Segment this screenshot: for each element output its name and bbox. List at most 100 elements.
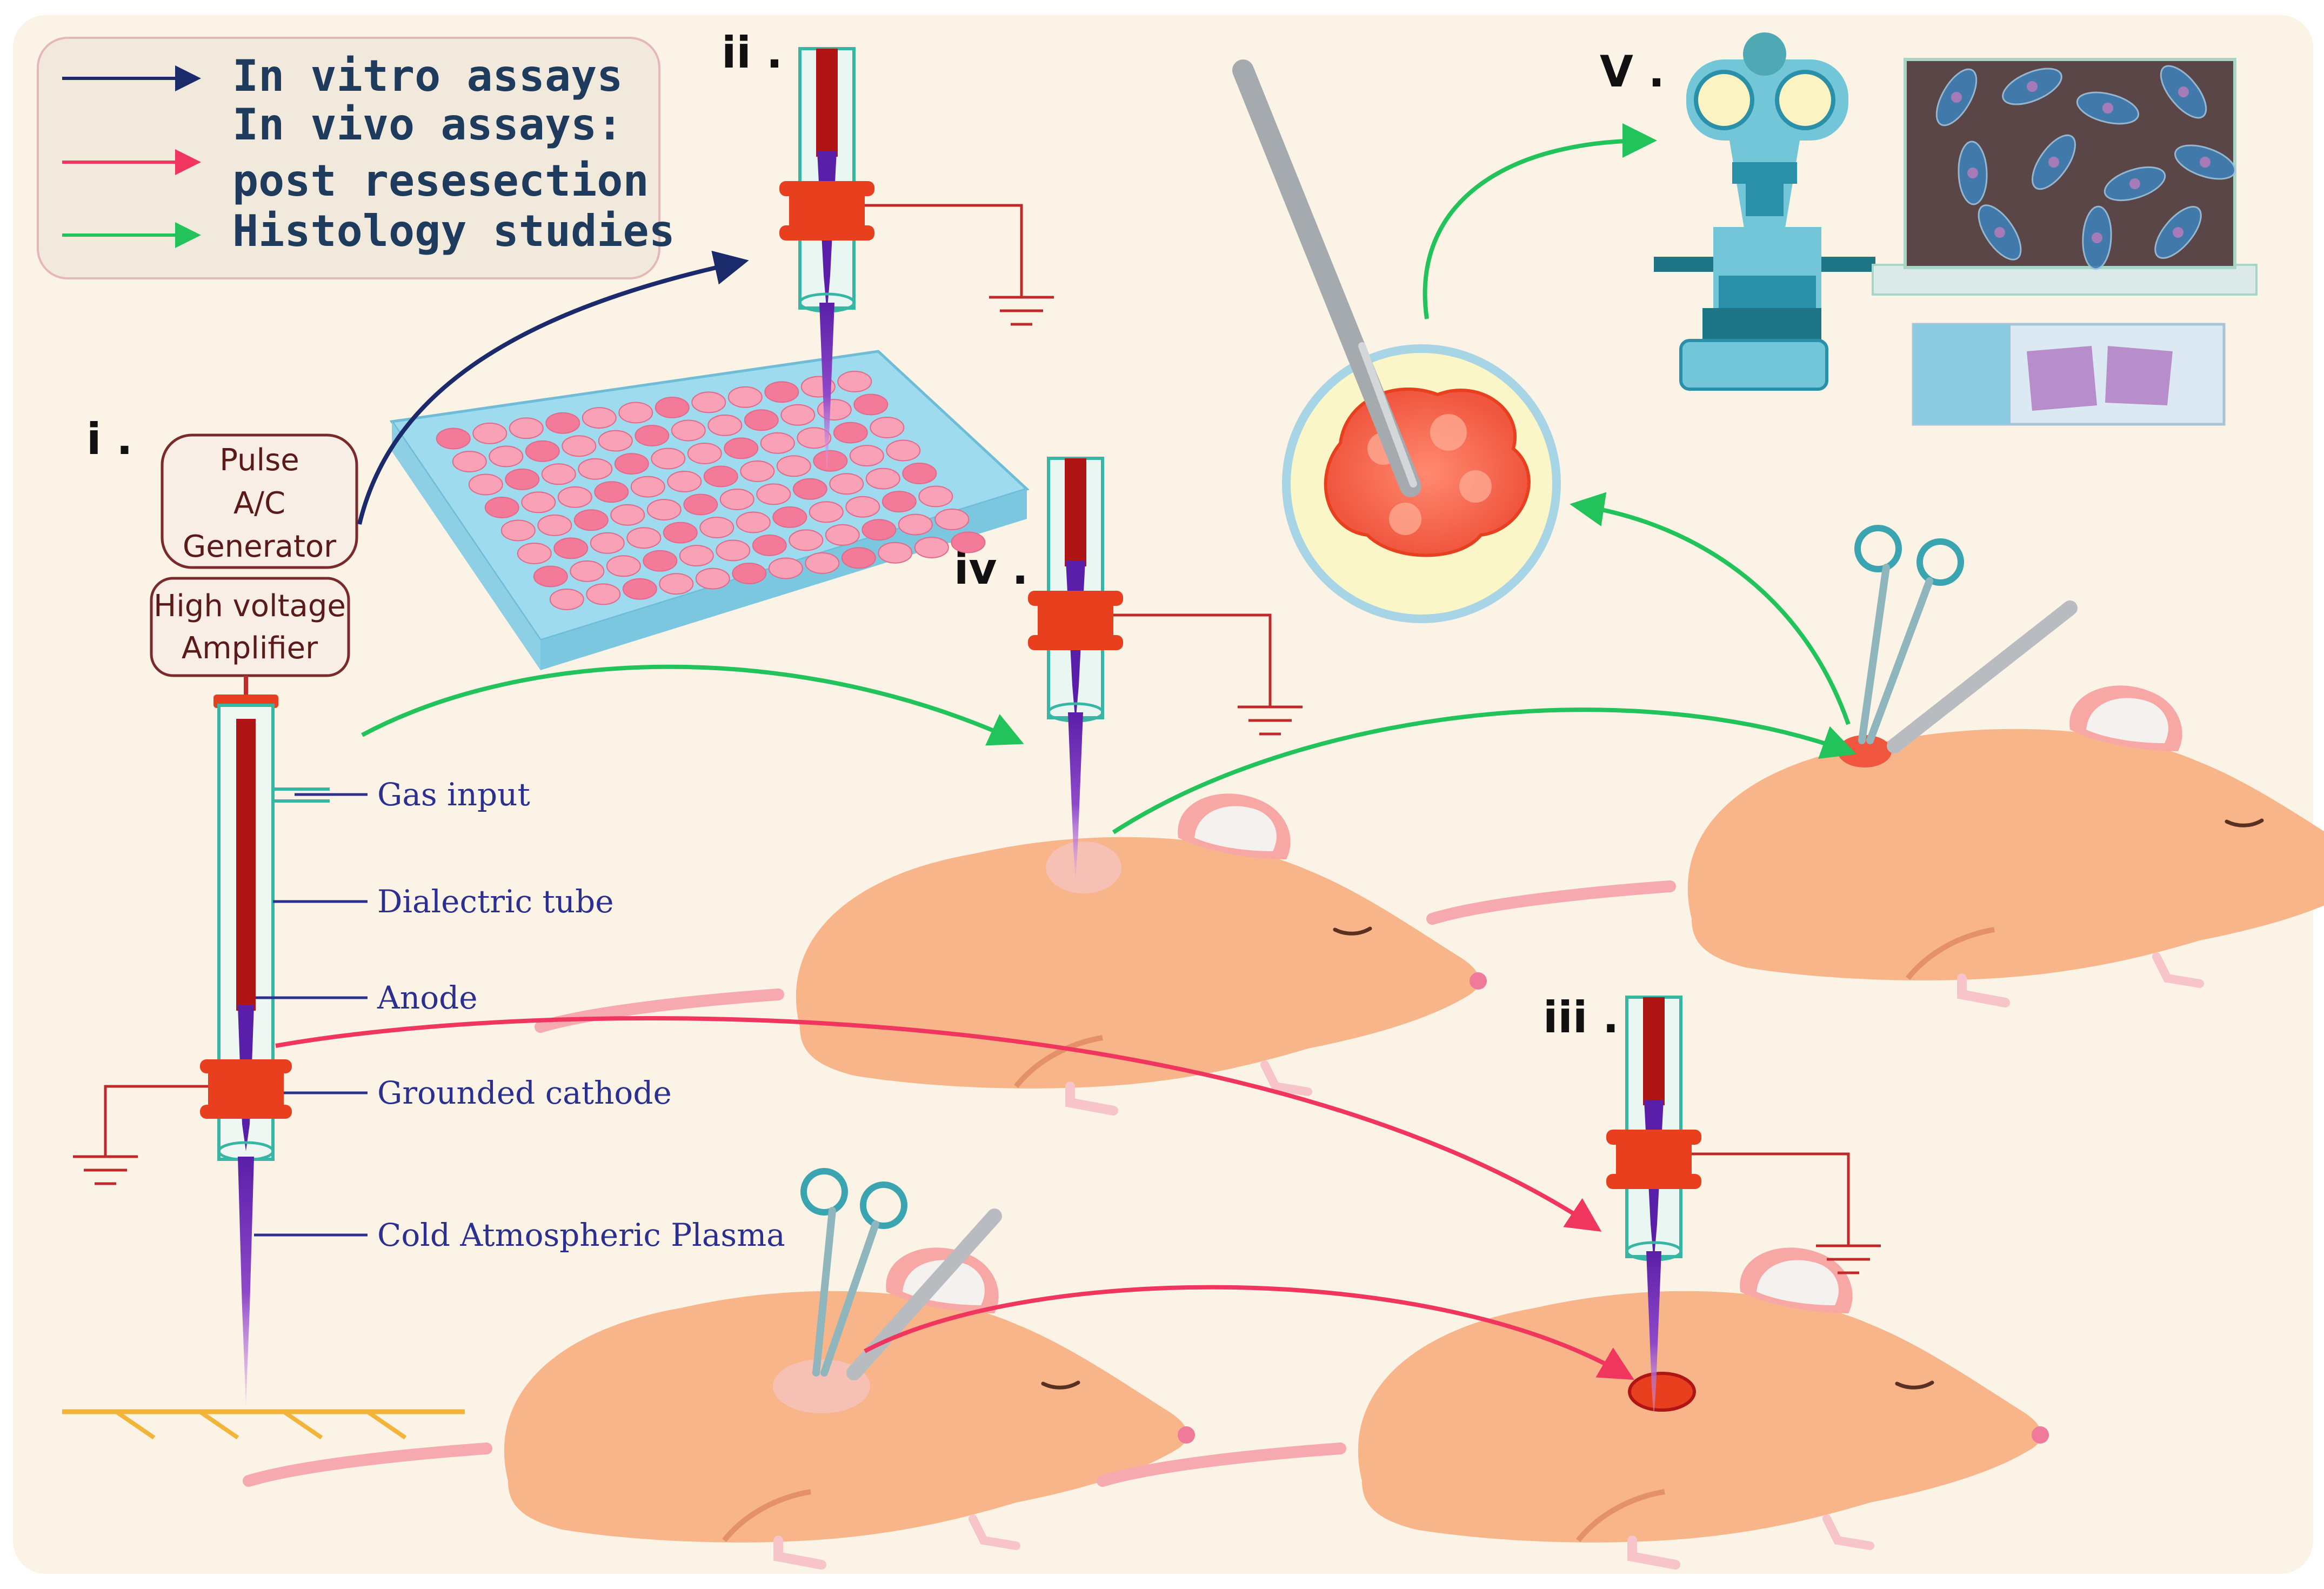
well [610,504,645,526]
pulse-generator-box [161,433,358,569]
generator-line-3: Generator [183,529,337,564]
device-labels: Gas input Dialectric tube Anode Grounded… [254,776,785,1253]
well [789,529,824,551]
well [886,439,921,462]
grounded-cathode-label: Grounded cathode [377,1074,672,1111]
histology-micrograph [1872,58,2258,296]
cell-nucleus [2173,227,2183,238]
well [545,412,580,434]
well [951,531,986,553]
anode-electrode [236,719,256,1011]
well [614,453,649,475]
well [537,514,572,536]
plasma-jet-device: Pulse A/C Generator High voltage Amplifi… [62,433,465,1440]
arrow-invivo-resection [864,1285,1634,1380]
well [870,417,905,438]
well [841,547,876,569]
well [881,491,917,513]
well [525,440,560,462]
amplifier-line-1: High voltage [153,589,346,624]
well [744,409,779,431]
well [472,422,507,444]
cell-nucleus [1951,92,1962,103]
well [517,543,552,564]
cell-nucleus [2129,178,2140,189]
well [813,450,848,472]
well [703,465,738,488]
cell-nucleus [1967,168,1978,178]
cell-cluster [1935,65,2236,270]
resection-site [1628,1372,1696,1412]
arrow-invivo-jet [275,1016,1602,1232]
well [691,391,726,413]
amplifier-line-2: Amplifier [182,631,318,666]
scissors-icon [800,1168,907,1377]
legend-postresection-label: post resesection [232,156,649,206]
well [687,443,722,464]
excised-tissue [1232,59,1561,623]
well [436,428,471,450]
well [719,489,754,510]
well [878,542,913,564]
well [606,555,641,577]
well [805,552,840,574]
well [667,471,702,492]
well [521,491,556,513]
gas-input-label: Gas input [377,776,530,813]
well [549,589,584,610]
well [845,496,880,518]
well [553,537,589,559]
well [635,425,670,446]
well [740,460,775,482]
well [853,393,889,416]
well [918,485,953,508]
grounded-cathode-ring [208,1059,284,1119]
well [562,435,597,457]
forceps-icon [1887,600,2078,753]
well [630,476,665,498]
well [659,573,694,595]
tumour-sample [1324,388,1531,557]
well [500,519,536,542]
workflow-arrows [275,123,1857,1380]
arrow-histology-tissue [1570,492,1851,725]
scissors-icon [1854,525,1964,744]
well [707,414,743,436]
well [898,513,933,536]
well [509,417,544,439]
well [679,545,714,567]
well [489,445,524,468]
tumour-resection [773,1359,870,1413]
mouse-iii [1103,1247,2049,1565]
well [772,506,807,528]
well [541,463,576,485]
legend-invivo-label: In vivo assays: [232,99,623,150]
well [643,550,678,572]
histology-slide [1912,323,2226,426]
well [837,371,872,392]
well [505,468,540,490]
well [829,473,864,495]
cold-plasma-plume [238,1157,254,1405]
well [618,402,653,424]
well [570,560,605,582]
well [626,527,662,549]
well [646,499,682,521]
generator-line-1: Pulse [219,443,299,478]
legend-box [37,37,660,279]
well [756,483,791,505]
panel-label-v: V . [1600,46,1665,97]
well [914,537,949,559]
well [768,557,803,579]
legend-histology-label: Histology studies [232,206,675,256]
mouse-excision [1432,525,2324,1003]
well [865,468,900,490]
well [792,478,827,500]
well [862,519,897,541]
legend-invitro-label: In vitro assays [232,51,623,101]
well [825,524,860,546]
well [573,509,609,531]
well [582,407,617,429]
panel-label-iii: iii . [1543,992,1619,1043]
